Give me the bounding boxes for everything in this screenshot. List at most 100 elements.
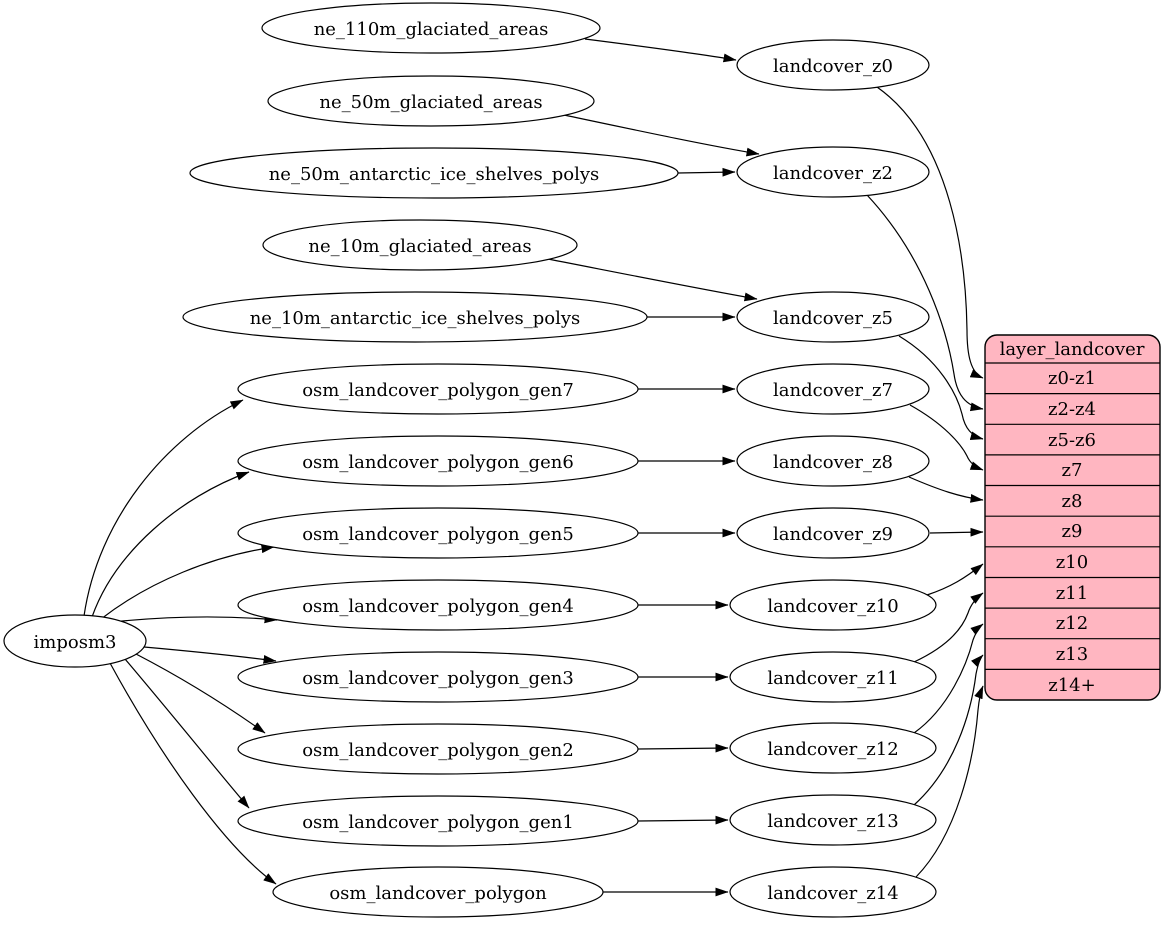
table-row-cell: z12 xyxy=(1056,613,1088,634)
node-label: landcover_z10 xyxy=(767,596,898,617)
node-label: landcover_z9 xyxy=(773,524,893,545)
node-landcover_z10: landcover_z10 xyxy=(729,579,937,631)
node-label: osm_landcover_polygon_gen2 xyxy=(302,740,574,761)
table-row-cell: z8 xyxy=(1062,491,1083,512)
node-imposm3: imposm3 xyxy=(3,614,147,668)
node-ellipse xyxy=(729,866,937,918)
node-ellipse xyxy=(237,363,639,415)
node-label: ne_50m_glaciated_areas xyxy=(319,92,542,113)
edge-ne_50m_glaciated_areas-to-landcover_z2 xyxy=(563,114,760,157)
edge-imposm3-to-osm_landcover_polygon_gen3 xyxy=(143,646,277,664)
node-label: landcover_z2 xyxy=(773,163,893,184)
node-osm_landcover_polygon_gen7: osm_landcover_polygon_gen7 xyxy=(237,363,639,415)
node-landcover_z13: landcover_z13 xyxy=(729,794,937,846)
node-label: landcover_z0 xyxy=(773,56,893,77)
edge-landcover_z5-to-layer-z5-z6 xyxy=(898,335,984,440)
edge-ne_10m_glaciated_areas-to-landcover_z5 xyxy=(547,258,758,302)
node-ellipse xyxy=(237,579,639,631)
node-ne_110m_glaciated_areas: ne_110m_glaciated_areas xyxy=(261,2,601,54)
node-osm_landcover_polygon: osm_landcover_polygon xyxy=(272,866,604,918)
node-ellipse xyxy=(237,723,639,775)
table-row-cell: z14+ xyxy=(1048,675,1095,696)
edge-landcover_z2-to-layer-z2-z4 xyxy=(866,194,984,412)
edge-landcover_z12-to-layer-z12 xyxy=(913,623,984,734)
edge-imposm3-to-osm_landcover_polygon_gen5 xyxy=(100,544,275,620)
edge-imposm3-to-osm_landcover_polygon_gen7 xyxy=(83,399,244,617)
node-label: ne_50m_antarctic_ice_shelves_polys xyxy=(269,164,600,185)
node-ellipse xyxy=(729,579,937,631)
node-osm_landcover_polygon_gen3: osm_landcover_polygon_gen3 xyxy=(237,651,639,703)
node-ellipse xyxy=(729,722,937,774)
node-label: osm_landcover_polygon_gen1 xyxy=(302,812,574,833)
edge-landcover_z10-to-layer-z10 xyxy=(926,563,984,596)
node-osm_landcover_polygon_gen1: osm_landcover_polygon_gen1 xyxy=(237,795,639,847)
table-row-cell: z11 xyxy=(1056,583,1088,604)
node-label: ne_110m_glaciated_areas xyxy=(314,19,549,40)
node-label: osm_landcover_polygon_gen3 xyxy=(302,668,574,689)
node-osm_landcover_polygon_gen5: osm_landcover_polygon_gen5 xyxy=(237,507,639,559)
node-ellipse xyxy=(729,651,937,703)
edge-imposm3-to-osm_landcover_polygon_gen1 xyxy=(124,658,250,809)
node-ellipse xyxy=(736,507,930,559)
node-ellipse xyxy=(267,75,595,127)
node-label: landcover_z7 xyxy=(773,380,893,401)
node-ne_10m_glaciated_areas: ne_10m_glaciated_areas xyxy=(262,219,578,271)
node-osm_landcover_polygon_gen4: osm_landcover_polygon_gen4 xyxy=(237,579,639,631)
node-ellipse xyxy=(736,146,930,198)
node-ellipse xyxy=(261,2,601,54)
node-landcover_z8: landcover_z8 xyxy=(736,435,930,487)
node-ne_50m_glaciated_areas: ne_50m_glaciated_areas xyxy=(267,75,595,127)
node-ellipse xyxy=(189,147,679,199)
edge-imposm3-to-osm_landcover_polygon_gen6 xyxy=(91,471,250,618)
node-osm_landcover_polygon_gen6: osm_landcover_polygon_gen6 xyxy=(237,435,639,487)
node-landcover_z0: landcover_z0 xyxy=(736,39,930,91)
node-ellipse xyxy=(3,614,147,668)
edge-landcover_z9-to-layer-z9 xyxy=(929,527,984,537)
table-row-cell: z9 xyxy=(1062,521,1083,542)
node-label: osm_landcover_polygon xyxy=(329,883,547,904)
edge-landcover_z11-to-layer-z11 xyxy=(913,592,984,663)
table-row-cell: z13 xyxy=(1056,644,1088,665)
edge-landcover_z13-to-layer-z13 xyxy=(913,654,984,806)
node-ellipse xyxy=(272,866,604,918)
node-ellipse xyxy=(736,435,930,487)
node-label: osm_landcover_polygon_gen4 xyxy=(302,596,574,617)
edge-osm_landcover_polygon_gen1-to-landcover_z13 xyxy=(637,815,729,825)
edge-landcover_z14-to-layer-z14plus xyxy=(915,685,984,878)
table-row-cell: z10 xyxy=(1056,552,1088,573)
node-ellipse xyxy=(237,435,639,487)
node-landcover_z9: landcover_z9 xyxy=(736,507,930,559)
node-ellipse xyxy=(729,794,937,846)
node-ellipse xyxy=(237,795,639,847)
edge-ne_50m_antarctic_ice_shelves_polys-to-landcover_z2 xyxy=(677,167,736,177)
node-landcover_z7: landcover_z7 xyxy=(736,363,930,415)
edge-landcover_z7-to-layer-z7 xyxy=(909,404,984,471)
node-label: imposm3 xyxy=(34,632,117,653)
table-row-cell: z0-z1 xyxy=(1048,368,1096,389)
node-ellipse xyxy=(182,291,648,343)
edge-landcover_z8-to-layer-z8 xyxy=(908,476,984,503)
edge-imposm3-to-osm_landcover_polygon xyxy=(109,662,277,885)
node-label: landcover_z8 xyxy=(773,452,893,473)
table-row-cell: z7 xyxy=(1062,460,1083,481)
table-layer-landcover: layer_landcover z0-z1 z2-z4 z5-z6 z7 z8 … xyxy=(984,334,1161,701)
node-label: landcover_z13 xyxy=(767,811,898,832)
node-osm_landcover_polygon_gen2: osm_landcover_polygon_gen2 xyxy=(237,723,639,775)
node-label: osm_landcover_polygon_gen5 xyxy=(302,524,574,545)
node-label: landcover_z11 xyxy=(767,668,898,689)
node-label: osm_landcover_polygon_gen6 xyxy=(302,452,574,473)
node-label: ne_10m_antarctic_ice_shelves_polys xyxy=(250,308,581,329)
node-ellipse xyxy=(237,651,639,703)
node-ellipse xyxy=(237,507,639,559)
edge-ne_110m_glaciated_areas-to-landcover_z0 xyxy=(584,38,737,63)
table-row-cell: z2-z4 xyxy=(1048,399,1096,420)
edge-imposm3-to-osm_landcover_polygon_gen4 xyxy=(111,614,278,624)
edge-imposm3-to-osm_landcover_polygon_gen2 xyxy=(135,653,266,734)
node-landcover_z5: landcover_z5 xyxy=(736,291,930,343)
node-ellipse xyxy=(736,363,930,415)
node-label: landcover_z5 xyxy=(773,308,893,329)
node-ne_10m_antarctic_ice_shelves_polys: ne_10m_antarctic_ice_shelves_polys xyxy=(182,291,648,343)
node-label: landcover_z12 xyxy=(767,739,898,760)
